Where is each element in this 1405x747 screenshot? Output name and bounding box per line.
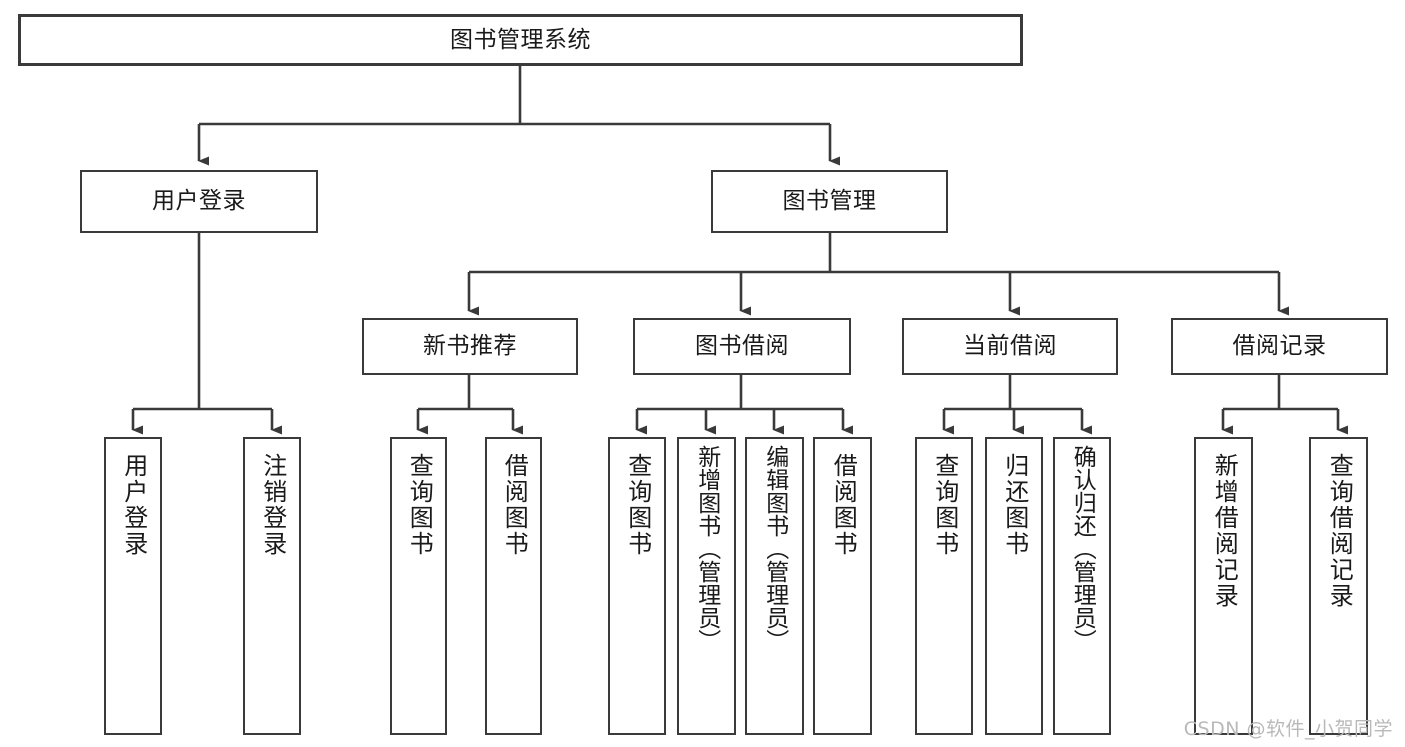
node-current-borrowing[interactable]: 当前借阅 — [902, 318, 1118, 375]
node-leaf-query-book-current[interactable]: 查询图书 — [915, 437, 973, 735]
node-label: 当前借阅 — [963, 333, 1057, 360]
node-label: 注销登录 — [258, 453, 287, 557]
node-book-borrowing[interactable]: 图书借阅 — [633, 318, 851, 375]
node-user-login[interactable]: 用户登录 — [80, 170, 318, 233]
node-label: 编辑图书（管理员） — [761, 445, 788, 652]
node-root-book-management-system[interactable]: 图书管理系统 — [18, 14, 1023, 66]
watermark: CSDN @软件_小贺同学 — [1183, 718, 1393, 740]
node-label: 用户登录 — [152, 188, 246, 215]
node-label: 新增借阅记录 — [1210, 453, 1239, 609]
node-leaf-query-book-borrow[interactable]: 查询图书 — [608, 437, 666, 735]
node-leaf-borrow-book[interactable]: 借阅图书 — [813, 437, 872, 735]
node-label: 图书借阅 — [695, 333, 789, 360]
node-label: 用户登录 — [119, 453, 148, 557]
node-label: 确认归还（管理员） — [1069, 445, 1096, 652]
node-leaf-query-borrow-record[interactable]: 查询借阅记录 — [1309, 437, 1368, 735]
node-label: 借阅图书 — [500, 453, 529, 557]
node-label: 图书管理 — [782, 188, 877, 215]
node-new-book-recommendation[interactable]: 新书推荐 — [362, 318, 578, 375]
node-label: 借阅图书 — [829, 453, 858, 557]
node-label: 图书管理系统 — [450, 26, 591, 53]
node-label: 新增图书（管理员） — [693, 445, 720, 652]
node-label: 查询图书 — [623, 453, 652, 557]
node-label: 借阅记录 — [1232, 333, 1327, 360]
node-book-management[interactable]: 图书管理 — [711, 170, 948, 233]
node-label: 查询借阅记录 — [1325, 453, 1354, 609]
node-leaf-return-book[interactable]: 归还图书 — [985, 437, 1043, 735]
node-label: 新书推荐 — [423, 333, 517, 360]
node-borrowing-record[interactable]: 借阅记录 — [1171, 318, 1388, 375]
node-leaf-add-book-admin[interactable]: 新增图书（管理员） — [677, 437, 736, 735]
node-leaf-add-borrow-record[interactable]: 新增借阅记录 — [1194, 437, 1253, 735]
node-leaf-logout[interactable]: 注销登录 — [243, 437, 301, 735]
node-leaf-edit-book-admin[interactable]: 编辑图书（管理员） — [745, 437, 804, 735]
node-leaf-query-book-new[interactable]: 查询图书 — [390, 437, 447, 735]
node-leaf-confirm-return-admin[interactable]: 确认归还（管理员） — [1053, 437, 1111, 735]
node-label: 查询图书 — [405, 453, 434, 557]
node-leaf-user-login[interactable]: 用户登录 — [104, 437, 162, 735]
node-label: 归还图书 — [1000, 453, 1029, 557]
node-label: 查询图书 — [930, 453, 959, 557]
node-leaf-borrow-book-new[interactable]: 借阅图书 — [485, 437, 542, 735]
